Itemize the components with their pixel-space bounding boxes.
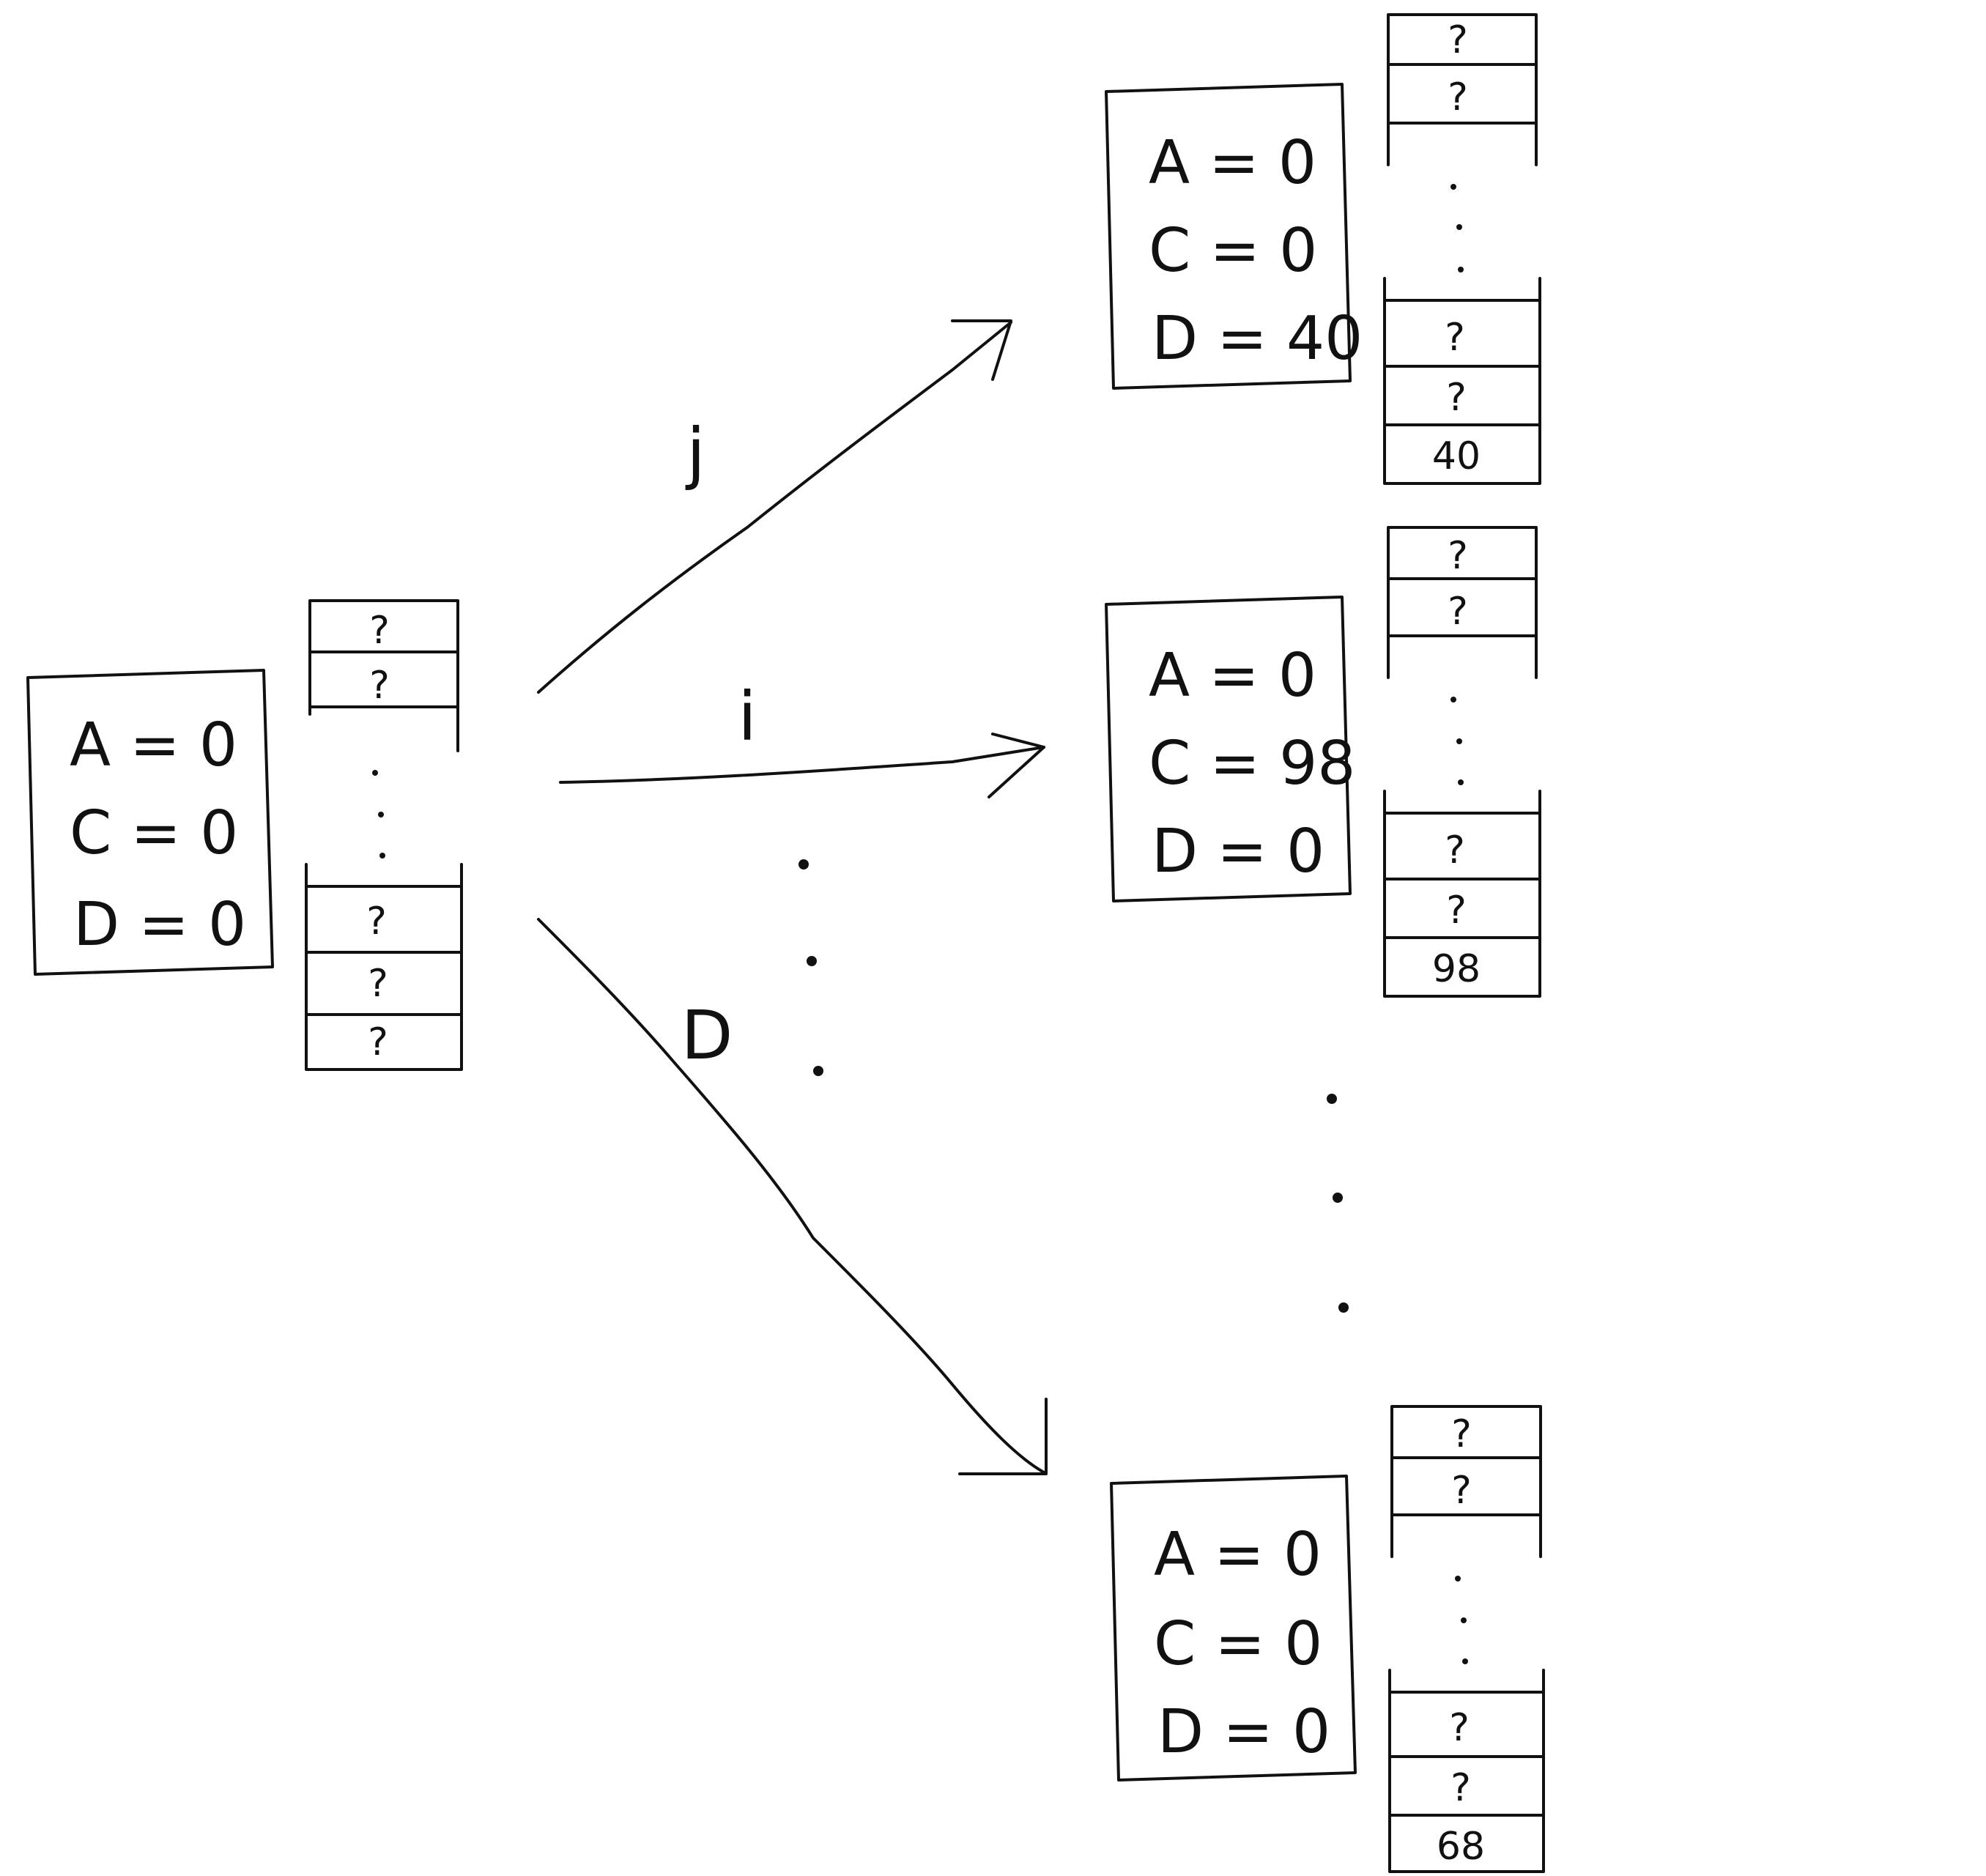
register-a: A = 0	[1154, 1520, 1322, 1590]
ellipsis-dot	[379, 853, 385, 859]
initial-state: A = 0 C = 0 D = 0 ? ? ? ? ?	[26, 599, 463, 1071]
ellipsis-dot	[1456, 224, 1462, 230]
register-box	[1105, 596, 1352, 902]
stack-cell: ?	[1445, 828, 1465, 872]
memory-stack: ? ? ? ? 68	[1388, 1405, 1545, 1873]
stack-cell: ?	[1445, 316, 1465, 360]
stack-cell: ?	[1450, 1766, 1471, 1810]
register-d: D = 40	[1152, 304, 1363, 374]
register-d: D = 0	[73, 890, 246, 960]
memory-stack: ? ? ? ? 40	[1383, 13, 1541, 485]
transition-arrow-d: D	[537, 918, 1048, 1475]
stack-cell: ?	[1448, 75, 1468, 119]
ellipsis-dot	[1462, 1658, 1468, 1664]
stack-cell: ?	[1449, 1706, 1470, 1750]
stack-cell: ?	[369, 609, 390, 653]
register-box	[1105, 83, 1352, 390]
transition-label-d: D	[681, 996, 733, 1075]
stack-cell: 98	[1432, 947, 1481, 991]
stack-cell: ?	[1448, 590, 1468, 634]
stack-cell: ?	[1448, 534, 1468, 578]
more-transitions-ellipsis	[799, 859, 823, 1076]
register-d: D = 0	[1157, 1697, 1330, 1767]
register-c: C = 0	[1154, 1609, 1322, 1679]
stack-cell: ?	[368, 1020, 388, 1064]
memory-stack: ? ? ? ? 98	[1383, 526, 1541, 998]
stack-cell: 68	[1437, 1825, 1485, 1869]
result-state-i: A = 0 C = 98 D = 0 ? ? ? ? 98	[1105, 526, 1541, 998]
transition-arrow-i: i	[559, 678, 1045, 798]
ellipsis-dot	[378, 812, 384, 817]
stack-cell: ?	[368, 962, 388, 1006]
stack-cell: ?	[1446, 376, 1467, 420]
memory-stack: ? ? ? ? ?	[305, 599, 463, 1071]
ellipsis-dot	[1456, 738, 1462, 744]
transition-arrow-j: j	[537, 319, 1012, 694]
register-a: A = 0	[1149, 641, 1316, 711]
ellipsis-dot	[1450, 697, 1456, 702]
result-state-d: A = 0 C = 0 D = 0 ? ? ? ? 68	[1110, 1405, 1545, 1873]
register-box	[1110, 1475, 1357, 1782]
ellipsis-dot	[372, 770, 378, 776]
more-states-ellipsis	[1327, 1094, 1349, 1313]
result-state-j: A = 0 C = 0 D = 40 ? ? ? ? 40	[1105, 13, 1541, 485]
transition-label-j: j	[685, 414, 705, 492]
register-a: A = 0	[1149, 128, 1316, 198]
ellipsis-dot	[1450, 184, 1456, 190]
register-c: C = 0	[70, 798, 238, 868]
register-box	[26, 669, 274, 976]
stack-cell: ?	[1451, 1469, 1472, 1513]
stack-cell: ?	[369, 664, 390, 708]
stack-cell: ?	[366, 900, 387, 943]
stack-cell: ?	[1448, 18, 1468, 62]
transition-label-i: i	[738, 678, 757, 756]
ellipsis-dot	[1458, 779, 1464, 785]
register-a: A = 0	[70, 711, 237, 780]
stack-cell: ?	[1451, 1412, 1472, 1456]
ellipsis-dot	[1458, 267, 1464, 272]
register-d: D = 0	[1152, 817, 1324, 886]
stack-cell: ?	[1446, 889, 1467, 933]
ellipsis-dot	[1455, 1576, 1461, 1582]
ellipsis-dot	[1461, 1617, 1467, 1623]
register-c: C = 0	[1149, 216, 1317, 286]
stack-cell: 40	[1432, 434, 1481, 478]
register-c: C = 98	[1149, 729, 1355, 798]
